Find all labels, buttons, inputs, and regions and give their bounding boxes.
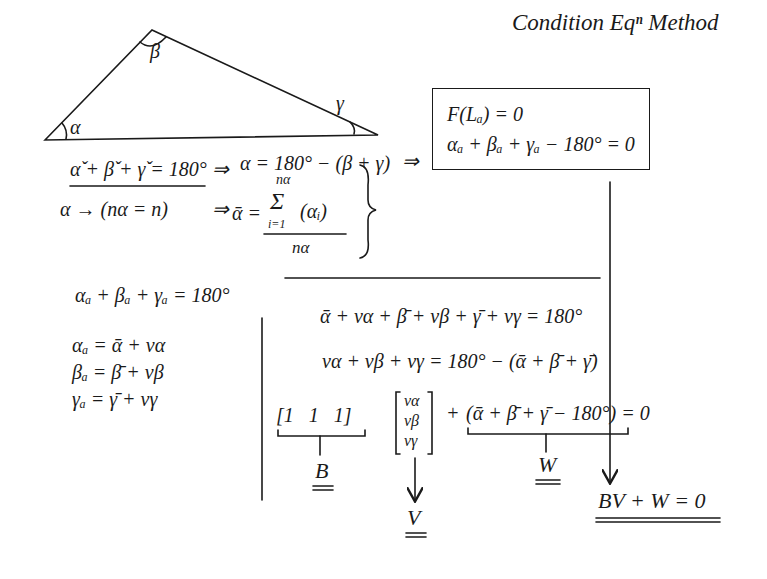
bracket — [396, 392, 400, 454]
underline — [536, 479, 560, 481]
triangle — [45, 30, 378, 140]
symbol-label: V — [407, 505, 420, 530]
underline — [313, 485, 333, 487]
matrix: [1 1 1] — [276, 404, 352, 427]
page-title: Condition Eqⁿ Method — [512, 10, 719, 36]
equation: αₐ + βₐ + γₐ = 180° — [75, 284, 229, 307]
symbol-label: W — [538, 452, 556, 477]
underline — [406, 532, 426, 534]
underbrace — [319, 436, 321, 455]
vector-entry: vβ — [404, 412, 419, 430]
symbol-label: B — [315, 458, 328, 483]
implies-sign: ⇒ — [402, 150, 419, 173]
angle-label: α — [70, 116, 81, 139]
equation: γₐ = γ̄ + vγ — [72, 388, 157, 411]
divider — [261, 318, 263, 500]
equation: (αᵢ) — [300, 200, 327, 223]
equation-text: αₐ + βₐ + γₐ − 180° = 0 — [447, 129, 635, 159]
equation: αₐ = ᾱ + vα — [72, 334, 165, 357]
underline — [536, 483, 560, 485]
vector-entry: vγ — [404, 432, 417, 450]
angle-label: γ — [336, 92, 344, 115]
implies-sign: ⇒ — [212, 198, 229, 221]
denominator: nα — [292, 238, 309, 258]
implies-sign: ⇒ — [212, 158, 229, 181]
divider — [285, 277, 600, 279]
equation: βₐ = β̄ + vβ — [72, 361, 164, 384]
arrow — [414, 458, 416, 500]
brace — [360, 165, 376, 258]
arrow — [609, 182, 611, 482]
angle-arc — [350, 122, 355, 134]
angle-arc — [62, 123, 67, 139]
underline — [596, 521, 720, 523]
equation: vα + vβ + vγ = 180° − (ᾱ + β̄ + γ̄) — [322, 350, 598, 373]
underbrace — [468, 428, 628, 434]
sum-sign: Σ — [270, 188, 284, 216]
underline — [313, 489, 333, 491]
sum-limit: nα — [276, 172, 290, 188]
equation: ᾱ + vα + β̄ + vβ + γ̄ + vγ = 180° — [320, 305, 582, 328]
equation: α = 180° − (β + γ) — [240, 152, 390, 175]
vector-entry: vα — [404, 392, 420, 410]
underbrace — [545, 434, 547, 452]
sum-limit: i=1 — [268, 218, 285, 232]
underbrace — [278, 430, 365, 436]
equation-text: F(Lₐ) = 0 — [447, 99, 635, 129]
bracket — [428, 392, 432, 454]
result-equation: BV + W = 0 — [598, 488, 706, 513]
plus-sign: + — [446, 402, 460, 425]
equation: ᾱ = — [232, 202, 261, 225]
fraction-line — [264, 233, 346, 235]
equation: α → (nα = n) — [60, 198, 168, 221]
equation: (ᾱ + β̄ + γ̄ − 180°) = 0 — [466, 402, 650, 425]
underline — [596, 517, 720, 519]
equation-box: F(Lₐ) = 0αₐ + βₐ + γₐ − 180° = 0 — [432, 88, 650, 170]
equation: α̌ + β̌ + γ̌ = 180° — [70, 158, 207, 181]
angle-label: β — [150, 40, 160, 63]
underline — [70, 185, 205, 187]
underline — [406, 536, 426, 538]
